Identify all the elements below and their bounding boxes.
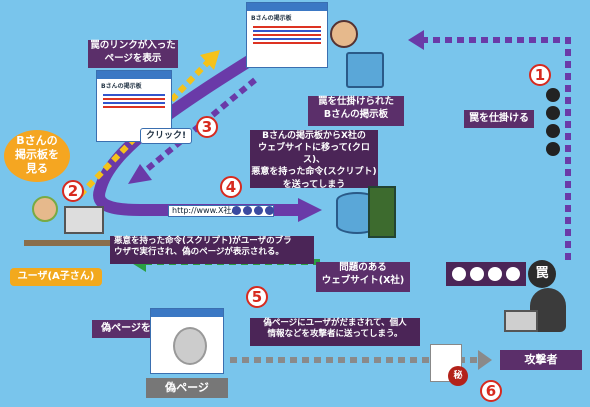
skull-icon <box>265 206 274 215</box>
skull-icon <box>546 88 560 102</box>
url-text: http://www.X社/ <box>172 206 235 215</box>
laptop-icon <box>64 206 104 234</box>
screen-title-small: Bさんの掲示板 <box>101 83 142 90</box>
fake-page-screen <box>150 308 224 374</box>
step-2: 2 <box>62 180 84 202</box>
laptop-icon <box>504 310 538 332</box>
desk <box>24 240 110 246</box>
skull-icon <box>232 206 241 215</box>
b-board-screen: Bさんの掲示板 <box>246 2 328 68</box>
document-icon <box>430 344 462 382</box>
b-board-bubble <box>4 130 70 182</box>
skull-icon <box>254 206 263 215</box>
move-caption: Bさんの掲示板からX社の ウェブサイトに移って(クロス)、 悪意を持った命令(ス… <box>250 130 378 190</box>
trapped-board-caption: 罠を仕掛けられた Bさんの掲示板 <box>308 96 404 126</box>
trap-page-screen: Bさんの掲示板 <box>96 70 172 142</box>
trap-page-caption: 罠のリンクが入った ページを表示 <box>88 40 178 68</box>
attacker-figure <box>500 284 580 344</box>
step-5: 5 <box>246 286 268 308</box>
skull-icon <box>243 206 252 215</box>
problem-site-caption: 問題のある ウェブサイト(X社) <box>316 262 410 292</box>
set-trap-caption: 罠を仕掛ける <box>464 110 534 128</box>
b-board-bubble-text: Bさんの 掲示板を 見る <box>15 134 59 175</box>
skull-icon <box>546 142 560 156</box>
user-figure <box>24 190 110 262</box>
screen-title: Bさんの掲示板 <box>251 15 292 22</box>
fooled-caption: 偽ページにユーザがだまされて、個人 情報などを攻撃者に送ってしまう。 <box>250 318 420 346</box>
skull-icon <box>470 267 484 281</box>
b-board-server <box>320 20 400 100</box>
user-icon <box>32 196 58 222</box>
server-icon <box>346 52 384 88</box>
step-3: 3 <box>196 116 218 138</box>
server-tower-icon <box>368 186 396 238</box>
fake-page-icon <box>173 327 207 365</box>
secret-stamp: 秘 <box>448 366 468 386</box>
user-icon <box>330 20 358 48</box>
skull-icon <box>506 267 520 281</box>
attacker-skull-box <box>446 262 526 286</box>
script-exec-caption: 悪意を持った命令(スクリプト)がユーザのブラ ウザで実行され、偽のページが表示さ… <box>110 236 314 264</box>
fake-page-label: 偽ページ <box>146 378 228 398</box>
skull-icon <box>488 267 502 281</box>
step-6: 6 <box>480 380 502 402</box>
skull-icon <box>546 106 560 120</box>
url-skulls <box>232 206 280 216</box>
trap-badge: 罠 <box>528 260 556 288</box>
attacker-label: 攻撃者 <box>500 350 582 370</box>
skull-icon <box>452 267 466 281</box>
step-1: 1 <box>529 64 551 86</box>
skull-icon <box>546 124 560 138</box>
user-label: ユーザ(A子さん) <box>10 268 102 286</box>
step-4: 4 <box>220 176 242 198</box>
click-label: クリック! <box>140 128 192 144</box>
x-site-server <box>330 180 410 260</box>
